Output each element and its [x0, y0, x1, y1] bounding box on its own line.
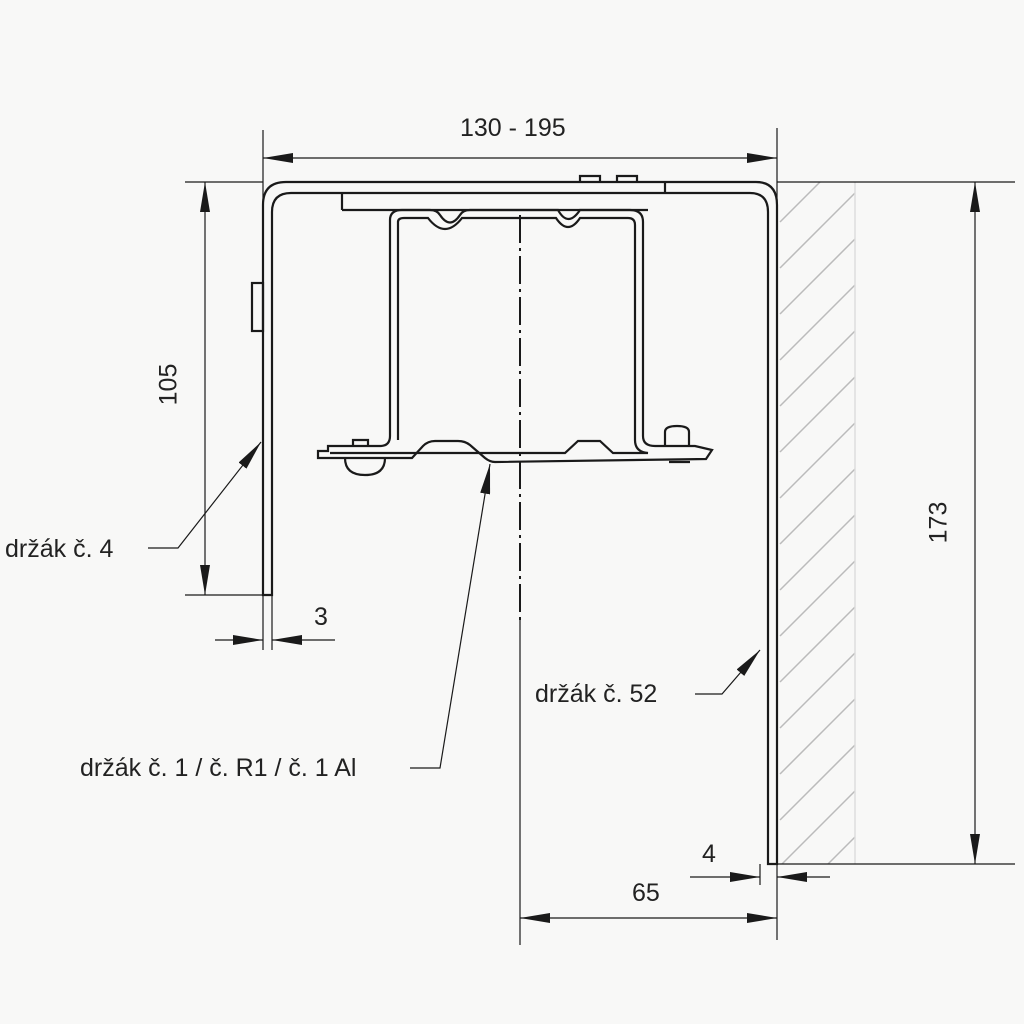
- dimension-height-right: 173: [924, 501, 953, 544]
- dimension-thickness-right: 4: [702, 840, 716, 868]
- leader-lines: [148, 441, 761, 769]
- hatch-line: [779, 514, 856, 591]
- hatch-line: [779, 181, 821, 223]
- extension-lines: [185, 128, 1015, 945]
- hatch-line: [779, 422, 856, 499]
- label-holder-1: držák č. 1 / č. R1 / č. 1 Al: [80, 754, 357, 782]
- hatch-line: [779, 652, 856, 729]
- hatch-line: [779, 560, 856, 637]
- hatch-line: [779, 192, 856, 269]
- label-holder-4: držák č. 4: [5, 535, 114, 563]
- hatch-line: [779, 468, 856, 545]
- wall-hatching: [779, 181, 856, 865]
- dimension-offset: 65: [632, 879, 660, 907]
- holder-1-outline: [316, 208, 714, 477]
- hatch-line: [779, 284, 856, 361]
- hatch-line: [779, 744, 856, 821]
- dimension-thickness-left: 3: [314, 603, 328, 631]
- hatch-line: [779, 606, 856, 683]
- hatch-line: [779, 330, 856, 407]
- hatch-line: [827, 836, 856, 865]
- dimension-lines: [200, 153, 980, 923]
- label-holder-52: držák č. 52: [535, 680, 658, 708]
- hatch-line: [781, 790, 856, 865]
- dimension-height-left: 105: [154, 363, 183, 406]
- dimension-width: 130 - 195: [460, 114, 566, 142]
- hatch-line: [779, 698, 856, 775]
- hatch-line: [779, 238, 856, 315]
- hatch-line: [779, 376, 856, 453]
